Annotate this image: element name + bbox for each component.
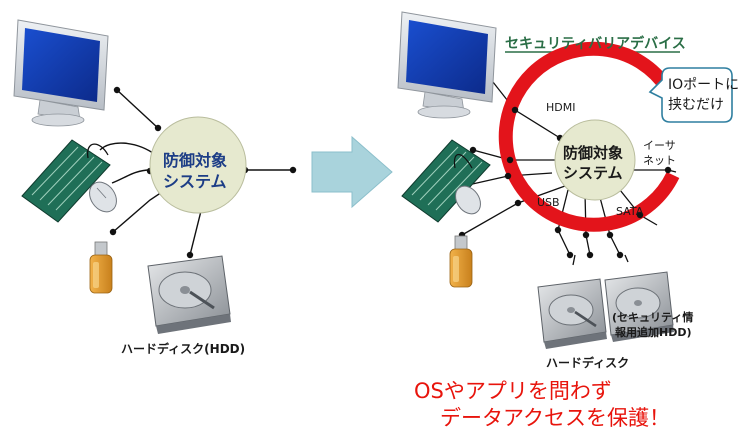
right-system-label-line1: 防御対象 (563, 144, 624, 162)
left-hdd-label: ハードディスク(HDD) (121, 342, 246, 356)
port-label-ethernet-line1: イーサ (643, 139, 676, 152)
left-system-label-line2: システム (163, 172, 227, 191)
port-label-usb: USB (537, 196, 560, 209)
usb-stick-icon (449, 235, 473, 288)
security-hard-disk-icon (604, 271, 674, 342)
tagline-line2: データアクセスを保護！ (440, 406, 670, 430)
keyboard-icon (21, 139, 111, 223)
port-label-sata: SATA (616, 205, 644, 218)
usb-stick-icon (89, 241, 113, 294)
hard-disk-icon (147, 255, 231, 334)
monitor-icon (13, 19, 109, 127)
device-title: セキュリティバリアデバイス (505, 36, 686, 52)
port-label-hdmi: HDMI (546, 101, 576, 114)
callout-line2: 挟むだけ (668, 97, 724, 113)
right-system-label-line2: システム (563, 164, 623, 182)
port-label-ethernet-line2: ネット (643, 154, 676, 167)
right-diagram (397, 11, 733, 349)
monitor-icon (397, 11, 497, 119)
arrow-right-icon (311, 135, 393, 209)
mouse-icon (453, 153, 481, 215)
tagline-line1: OSやアプリを問わず (414, 379, 612, 403)
security-hdd-label-line1: (セキュリティ情 (612, 311, 694, 324)
callout-bubble (648, 67, 733, 123)
hard-disk-icon (537, 278, 607, 349)
left-diagram (13, 19, 297, 334)
left-system-circle (149, 116, 247, 214)
left-system-label-line1: 防御対象 (163, 151, 228, 170)
right-system-circle (554, 119, 636, 201)
mouse-icon (87, 143, 117, 213)
barrier-ring (498, 41, 680, 232)
right-hdd-label: ハードディスク (546, 356, 630, 370)
callout-line1: IOポートに (668, 77, 740, 93)
keyboard-icon (401, 139, 491, 223)
security-hdd-label-line2: 報用追加HDD) (615, 326, 692, 339)
